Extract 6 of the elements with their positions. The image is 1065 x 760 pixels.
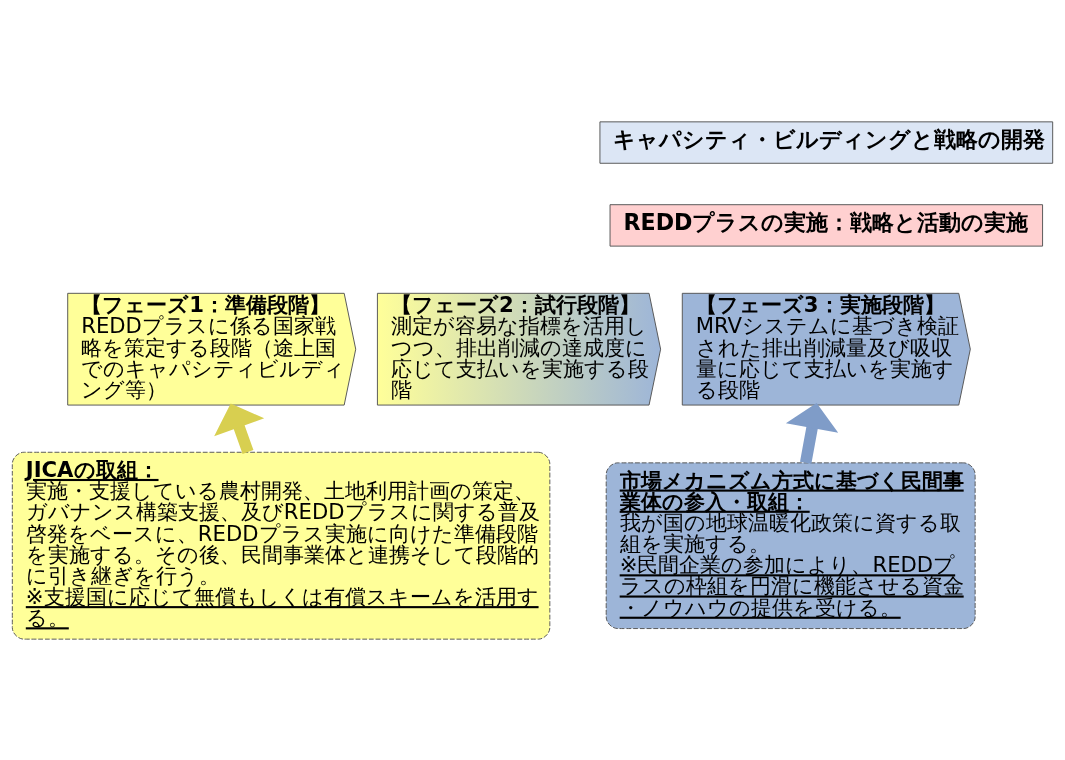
arrow xyxy=(214,402,265,454)
node-box: キャパシティ・ビルディングと戦略の開発 xyxy=(599,120,1054,164)
node-box: 市場メカニズム方式に基づく民間事業体の参入・取組： 我が国の地球温暖化政策に資する取組を実施する。 ※民間企業の参加により、REDDプラスの枠組を円滑に機能させる資金・ノウハウの提供を受ける。 xyxy=(605,461,976,629)
node-box: REDDプラスの実施：戦略と活動の実施 xyxy=(609,203,1044,247)
node-box: JICAの取組： 実施・支援している農村開発、土地利用計画の策定、ガバナンス構築支援、及びREDDプラスに関する普及啓発をベースに、REDDプラス実施に向けた準備段階を実施する。その後、民間事業体と連携そして段階的に引き継ぎを行う。 ※支援国に応じて無償もしくは有償スキームを活用する。 xyxy=(11,451,551,640)
arrow xyxy=(785,402,839,464)
